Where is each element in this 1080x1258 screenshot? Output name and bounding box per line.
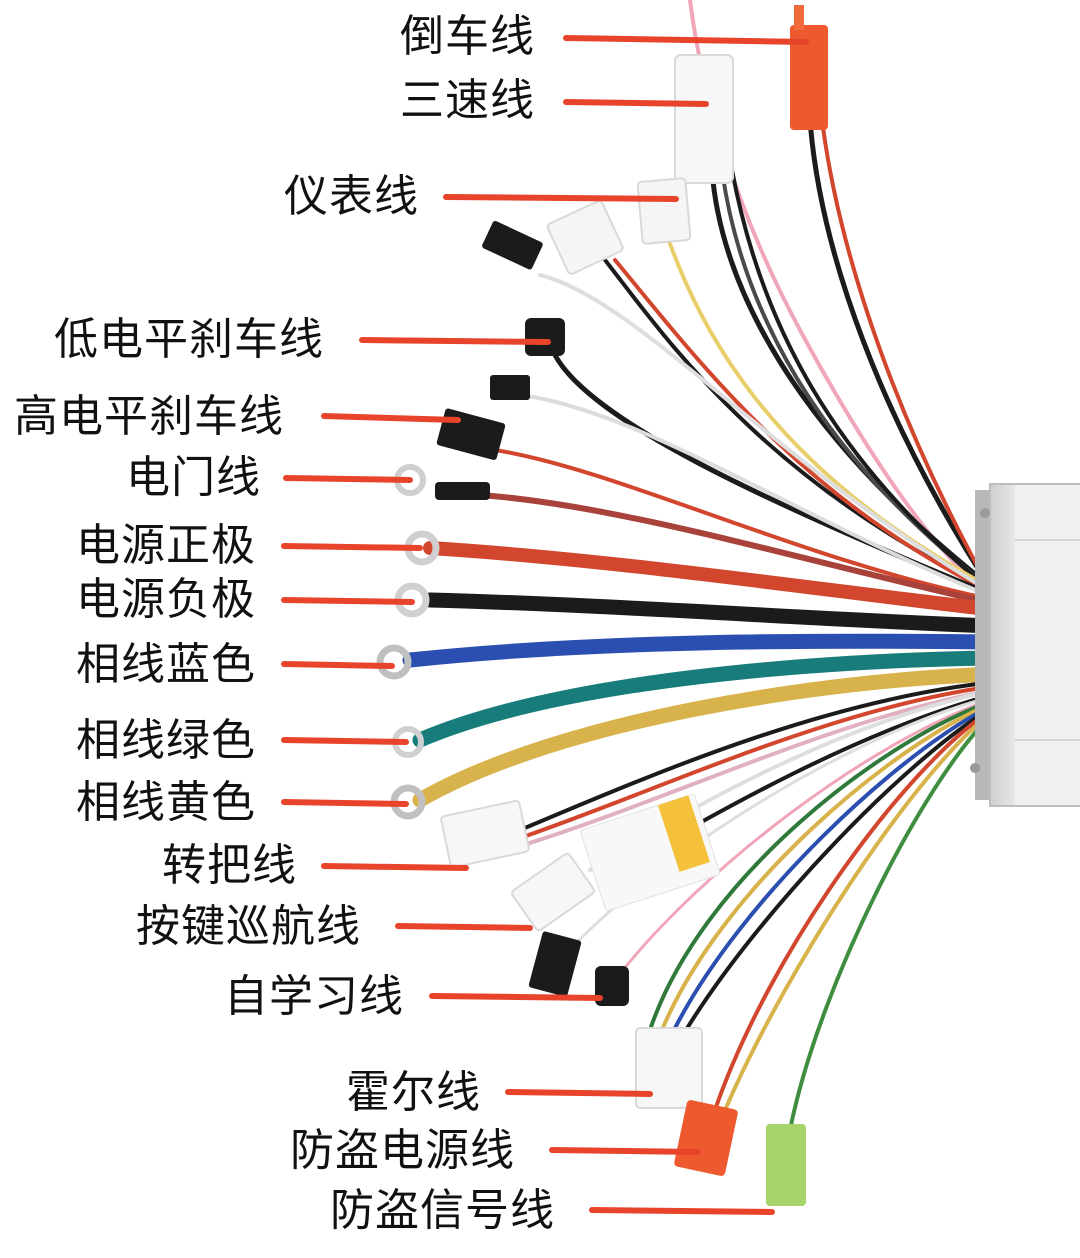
leader-hall [505,1089,653,1097]
label-phase-blue: 相线蓝色 [76,639,256,690]
label-reverse-wire: 倒车线 [400,11,535,62]
controller-box [970,483,1080,807]
wire-detail [980,508,990,518]
self-learn-connector-1 [528,931,582,997]
label-throttle-wire: 转把线 [162,840,297,891]
leader-throttle [321,863,469,871]
leader-cruise [395,923,533,931]
wire-hall-4 [684,704,997,1032]
wire-ignition [477,492,998,607]
leader-power-neg [281,597,415,605]
black-connector-1 [482,220,543,270]
leader-high-brake [321,413,461,423]
cruise-connector [511,852,595,932]
wire-throttle-1 [518,680,997,832]
three-speed-connector [674,54,734,184]
wire-reverse-2 [807,117,998,598]
wire-detail [1015,485,1080,805]
wire-detail [435,482,490,500]
leader-three-speed [563,99,709,107]
reverse-connector [790,25,828,130]
alarm-power-connector [674,1100,738,1176]
leader-phase-yellow [281,799,409,807]
wire-detail [970,763,980,773]
label-low-level-brake-wire: 低电平刹车线 [54,314,324,365]
label-meter-wire: 仪表线 [284,171,419,222]
leader-power-pos [281,543,423,551]
leader-alarm-signal [589,1207,775,1215]
wire-phase-green [412,650,1003,748]
leader-lines [281,35,809,1215]
wire-phase-yellow [412,666,1003,808]
throttle-connector [440,799,530,869]
leader-phase-green [281,737,409,745]
wire-alarm-power-2 [723,708,997,1112]
wire-reverse-3 [820,118,997,600]
hall-connector [635,1027,703,1109]
wire-bundle [402,0,1003,1132]
label-hall-wire: 霍尔线 [346,1067,481,1118]
label-self-learn-wire: 自学习线 [224,971,404,1022]
wire-alarm-power [713,706,997,1112]
label-high-level-brake-wire: 高电平刹车线 [14,391,284,442]
phase-blue-ring [376,644,412,680]
wire-hall-3 [672,702,997,1032]
wire-selflearn-2 [613,696,997,982]
label-power-positive: 电源正极 [76,520,256,571]
wire-high-brake-w [518,393,997,600]
meter-connector-2 [546,200,624,275]
wire-hall-1 [648,698,997,1032]
wire-power-neg [422,592,1003,634]
low-brake-connector [525,318,565,356]
meter-connector-1 [636,177,692,245]
leader-ignition [283,475,413,483]
alarm-signal-connector [766,1124,806,1206]
label-three-speed-wire: 三速线 [400,75,535,126]
wire-hall-2 [660,700,997,1032]
wire-throttle-3 [518,688,997,848]
label-alarm-signal-wire: 防盗信号线 [330,1185,555,1236]
self-learn-connector-2 [595,966,629,1006]
wire-throttle-2 [518,684,997,840]
leader-low-brake [359,337,551,345]
wire-e-brake-white [538,273,997,596]
leader-self-learn [429,993,603,1001]
label-phase-green: 相线绿色 [76,715,256,766]
wire-3speed-3 [730,168,997,596]
label-cruise-button-wire: 按键巡航线 [136,901,361,952]
wire-power-pos [423,541,1002,617]
wire-detail [794,5,804,30]
label-phase-yellow: 相线黄色 [76,777,256,828]
connector-group [376,5,828,1206]
leader-phase-blue [281,661,395,669]
label-alarm-power-wire: 防盗电源线 [290,1125,515,1176]
wire-selflearn [558,694,997,962]
leader-alarm-power [549,1147,701,1155]
label-ignition-wire: 电门线 [126,452,261,503]
wire-high-brake [493,448,997,602]
leader-reverse [563,35,809,45]
leader-meter [443,194,679,202]
high-brake-connector-2 [436,408,506,460]
label-power-negative: 电源负极 [76,574,256,625]
wire-detail [657,795,711,872]
wire-phase-blue [402,633,1003,668]
high-brake-connector-1 [490,375,530,400]
wire-alarm-signal [788,710,997,1132]
